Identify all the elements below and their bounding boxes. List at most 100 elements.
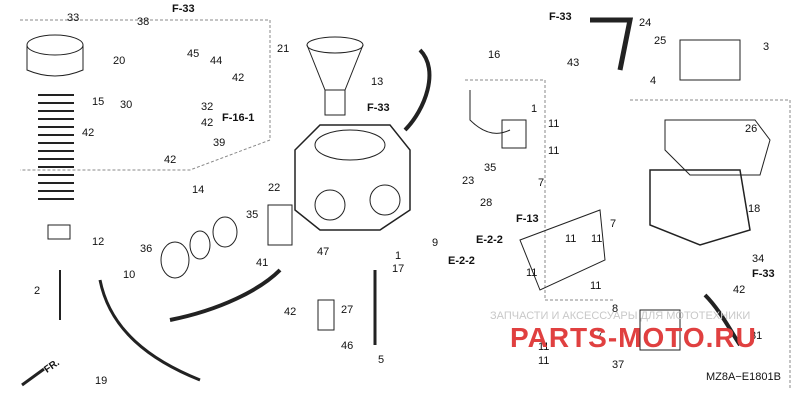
part-number: 26 — [745, 123, 758, 135]
part-number: 45 — [187, 48, 200, 60]
part-sensor-16 — [501, 119, 527, 149]
part-venturi-cone — [306, 44, 364, 91]
part-hose-31 — [703, 293, 742, 347]
part-number: 22 — [268, 182, 281, 194]
part-carburetor-body — [294, 124, 411, 231]
part-jet-27 — [317, 299, 335, 331]
part-number: 34 — [752, 253, 765, 265]
part-number: 42 — [733, 284, 746, 296]
part-number: 4 — [650, 75, 657, 87]
part-14-b — [189, 230, 211, 260]
part-number: 21 — [277, 43, 290, 55]
part-number: 13 — [371, 76, 384, 88]
part-number: 42 — [232, 72, 245, 84]
part-14-a — [160, 241, 190, 279]
part-carb-top — [314, 129, 386, 161]
part-number: 7 — [538, 177, 545, 189]
part-carb-inlet — [314, 189, 346, 221]
part-valve-8 — [639, 309, 681, 351]
part-cover-body — [26, 45, 84, 77]
part-number: 41 — [256, 257, 269, 269]
part-hose-24 — [590, 17, 634, 71]
part-number: 11 — [590, 280, 602, 292]
group-frame-left — [20, 19, 271, 171]
part-block-3 — [679, 39, 741, 81]
part-number: 17 — [392, 263, 405, 275]
part-bracket-22 — [267, 204, 293, 246]
group-frame-right — [630, 99, 791, 390]
part-number: 43 — [567, 57, 580, 69]
part-number: 7 — [610, 218, 617, 230]
diagram-code: MZ8A−E1801B — [706, 371, 781, 383]
part-number: 47 — [317, 246, 330, 258]
part-number: 11 — [538, 355, 550, 367]
reference-label: F-33 — [172, 3, 195, 15]
part-14-c — [212, 216, 238, 248]
part-cable — [98, 279, 201, 382]
part-number: 19 — [95, 375, 108, 387]
part-number: 11 — [591, 233, 603, 245]
part-number: 33 — [67, 12, 80, 24]
part-number: 8 — [612, 303, 619, 315]
part-number: 38 — [137, 16, 150, 28]
part-number: 9 — [432, 237, 439, 249]
part-float-bowl — [649, 169, 751, 246]
part-number: 11 — [538, 341, 550, 353]
part-number: 23 — [462, 175, 475, 187]
part-number: 39 — [213, 137, 226, 149]
part-12 — [47, 224, 71, 240]
part-number: 24 — [639, 17, 652, 29]
part-venturi-tube — [324, 89, 346, 116]
part-cover — [26, 34, 84, 56]
part-gasket — [664, 119, 771, 176]
part-number: 44 — [210, 55, 223, 67]
part-number: 25 — [654, 35, 667, 47]
reference-label: F-16-1 — [222, 112, 255, 124]
part-number: 11 — [548, 118, 560, 130]
reference-label: F-13 — [516, 213, 539, 225]
part-number: 32 — [201, 101, 214, 113]
part-venturi — [306, 36, 364, 54]
part-number: 42 — [284, 306, 297, 318]
part-number: 42 — [82, 127, 95, 139]
part-number: 11 — [565, 233, 577, 245]
part-number: 42 — [201, 117, 214, 129]
part-number: 35 — [246, 209, 259, 221]
part-number: 42 — [164, 154, 177, 166]
part-number: 37 — [612, 359, 625, 371]
part-number: 11 — [548, 145, 560, 157]
reference-label: F-33 — [549, 11, 572, 23]
part-number: 10 — [123, 269, 136, 281]
part-number: 31 — [750, 330, 763, 342]
part-number: 20 — [113, 55, 126, 67]
part-number: 11 — [526, 267, 538, 279]
part-number: 46 — [341, 340, 354, 352]
part-number: 7 — [597, 329, 604, 341]
part-carb-outlet — [369, 184, 401, 216]
part-number: 16 — [488, 49, 501, 61]
watermark-text: ЗАПЧАСТИ И АКСЕССУАРЫ ДЛЯ МОТОТЕХНИКИ — [490, 310, 751, 322]
reference-label: F-33 — [367, 102, 390, 114]
part-number: 1 — [395, 250, 402, 262]
part-number: 1 — [531, 103, 538, 115]
part-float — [519, 209, 606, 291]
part-number: 30 — [120, 99, 133, 111]
front-arrow — [21, 367, 45, 387]
part-number: 15 — [92, 96, 105, 108]
reference-label: F-33 — [752, 268, 775, 280]
reference-label: E-2-2 — [448, 255, 475, 267]
part-number: 18 — [748, 203, 761, 215]
part-hose-41 — [169, 268, 282, 322]
part-hose-13 — [403, 48, 432, 132]
part-number: 28 — [480, 197, 493, 209]
part-number: 5 — [378, 354, 385, 366]
part-number: 27 — [341, 304, 354, 316]
part-number: 12 — [92, 236, 105, 248]
reference-label: E-2-2 — [476, 234, 503, 246]
part-harness — [469, 90, 511, 134]
part-number: 36 — [140, 243, 153, 255]
part-number: 35 — [484, 162, 497, 174]
group-frame-mid — [465, 79, 615, 301]
part-spring — [38, 94, 74, 200]
